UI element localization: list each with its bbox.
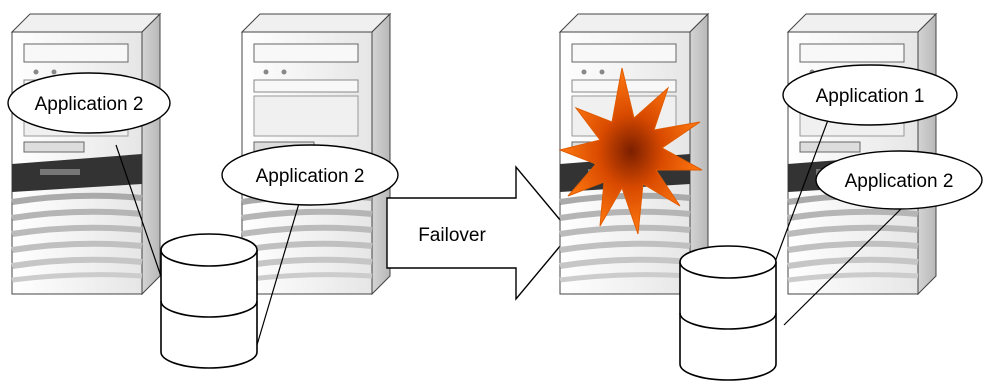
shared-disk-icon — [160, 233, 258, 369]
left-system: Application 2 Application 2 — [7, 14, 399, 369]
server-b-label: Application 2 — [221, 144, 399, 206]
shared-disk-icon — [679, 245, 777, 381]
label-text: Application 2 — [845, 171, 954, 192]
connector-line — [783, 199, 911, 326]
active-server-label-2: Application 2 — [815, 150, 983, 210]
connector-line — [256, 199, 301, 346]
server-a-icon — [12, 14, 160, 294]
connector-line — [774, 119, 829, 263]
server-a-label: Application 2 — [7, 72, 171, 134]
explosion-icon — [558, 67, 703, 235]
label-text: Application 1 — [816, 86, 925, 107]
failover-arrow: Failover — [386, 165, 572, 301]
label-text: Application 2 — [35, 94, 144, 115]
right-system: Application 1 Application 2 — [558, 14, 983, 381]
connector-line — [115, 144, 166, 289]
arrow-right-icon — [386, 165, 572, 301]
active-server-label-1: Application 1 — [782, 64, 958, 126]
failover-label: Failover — [418, 225, 486, 246]
label-text: Application 2 — [256, 166, 365, 187]
